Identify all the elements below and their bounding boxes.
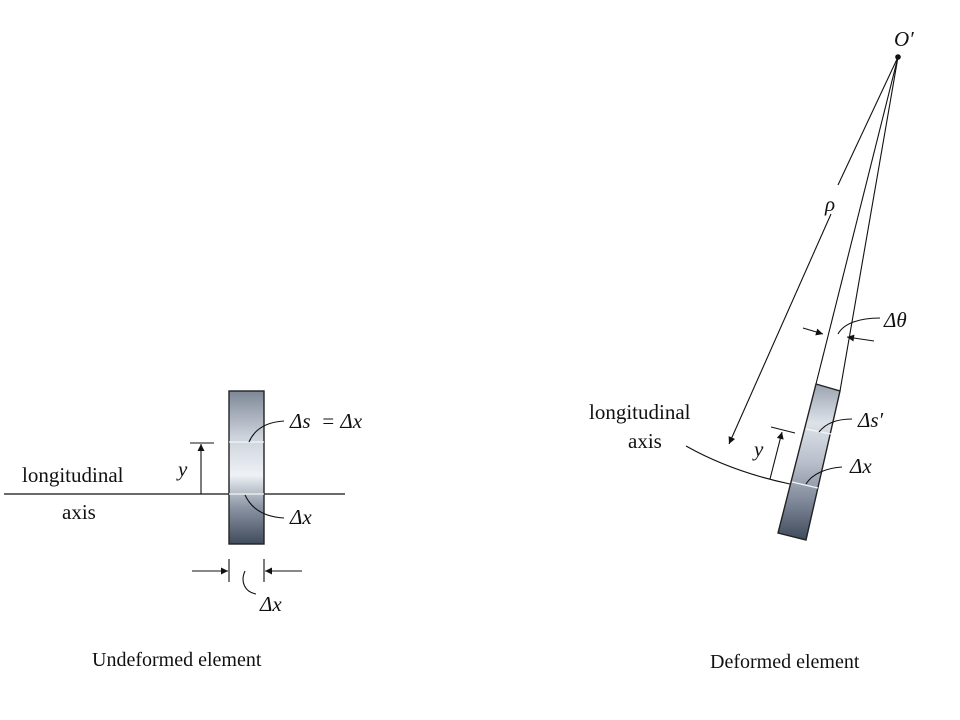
undeformed-y-label: y <box>176 457 188 481</box>
deformed-dx-leader <box>805 466 843 485</box>
origin-label: O′ <box>894 27 914 51</box>
deformed-axis-label-2: axis <box>628 429 662 453</box>
undeformed-axis-label-1: longitudinal <box>22 463 124 487</box>
deformed-axis-label-1: longitudinal <box>589 400 691 424</box>
deformed-y-tick <box>770 426 796 434</box>
dtheta-leader <box>837 317 881 335</box>
radial-line-right <box>839 56 899 392</box>
rho-dimension-upper <box>837 56 899 186</box>
undeformed-dx-bottom-leader <box>242 570 257 595</box>
undeformed-figure: y longitudinal axis Δs = Δx Δx Δx Undefo… <box>4 390 363 671</box>
dtheta-arrow-right <box>846 334 875 342</box>
rho-dimension-lower <box>728 213 832 445</box>
undeformed-axis-label-2: axis <box>62 500 96 524</box>
rho-label: ρ <box>824 192 835 216</box>
undeformed-caption: Undeformed element <box>92 649 262 671</box>
ds-prime-leader <box>818 418 853 433</box>
ds-prime-label: Δs′ <box>857 408 883 432</box>
dtheta-label: Δθ <box>883 308 907 332</box>
deformed-caption: Deformed element <box>710 651 860 673</box>
radial-line-left <box>815 56 899 385</box>
deformed-y-arrow <box>769 431 784 480</box>
deformed-element <box>777 383 841 541</box>
deformed-y-label: y <box>752 437 764 461</box>
deformed-figure: O′ ρ Δθ y longitudinal axis Δs′ Δx <box>589 27 914 673</box>
deformed-axis-curve <box>685 445 791 485</box>
deformed-dx-label: Δx <box>849 454 872 478</box>
undeformed-dx-bottom-label: Δx <box>259 592 282 616</box>
undeformed-ds-leader <box>248 420 285 443</box>
deformed-fibre-neutral <box>791 481 819 489</box>
undeformed-ds-label: Δs = Δx <box>289 409 363 433</box>
undeformed-element <box>228 390 265 545</box>
deformed-fibre-top <box>805 428 832 435</box>
undeformed-dx-mid-label: Δx <box>289 505 312 529</box>
dtheta-arrow-left <box>802 327 824 336</box>
undeformed-dx-leader <box>244 494 285 519</box>
